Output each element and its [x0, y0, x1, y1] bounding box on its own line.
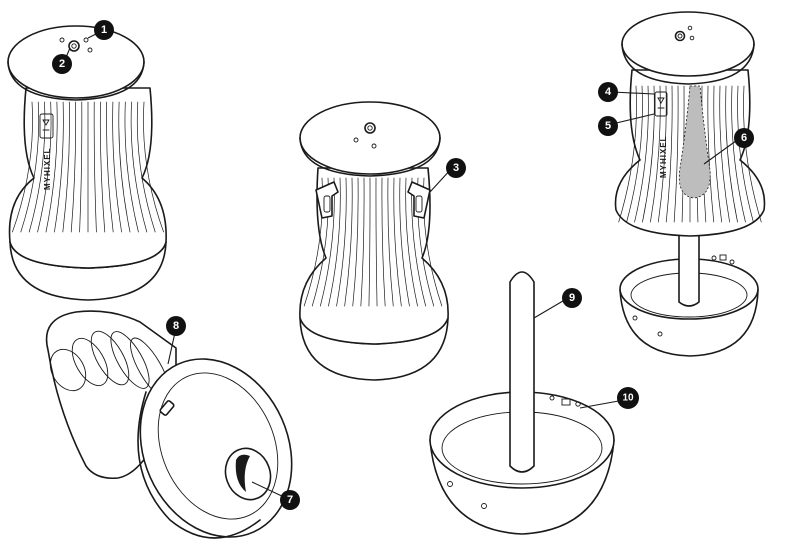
- stand-rod: [509, 271, 535, 473]
- callout-8: 8: [166, 316, 186, 336]
- device-c-brand-text: MYHIXEL: [659, 135, 668, 178]
- device-a-top-cap: [7, 25, 145, 99]
- device-c-top-cap: [621, 11, 755, 77]
- stand-connector: [561, 398, 571, 406]
- svg-text:5: 5: [605, 120, 611, 132]
- callout-5: 5: [598, 116, 618, 136]
- device-a-closed: MYHIXEL: [7, 25, 167, 301]
- device-b-top-cap: [299, 101, 441, 175]
- callout-9: 9: [562, 288, 582, 308]
- svg-text:10: 10: [622, 393, 634, 404]
- charging-stand: [429, 271, 615, 535]
- device-b-closed: [299, 101, 449, 381]
- callout-6: 6: [734, 128, 754, 148]
- device-a-logo-badge: [39, 113, 54, 139]
- svg-text:2: 2: [59, 58, 65, 70]
- callout-3: 3: [446, 158, 466, 178]
- device-c-logo-badge: [654, 91, 668, 117]
- device-b-right-clip: [407, 181, 431, 219]
- callout-1: 1: [94, 20, 114, 40]
- callout-2: 2: [52, 54, 72, 74]
- device-c-sleeve-highlight: [678, 85, 711, 199]
- device-c-rod: [678, 225, 700, 307]
- callout-4: 4: [598, 82, 618, 102]
- sleeve-insert: [45, 310, 293, 539]
- svg-text:8: 8: [173, 320, 179, 332]
- device-a-button-hole: [68, 40, 80, 52]
- svg-text:3: 3: [453, 162, 459, 174]
- callout-7: 7: [280, 490, 300, 510]
- svg-text:4: 4: [605, 86, 612, 98]
- callout-10: 10: [617, 387, 639, 409]
- svg-text:9: 9: [569, 292, 575, 304]
- svg-text:1: 1: [101, 24, 107, 36]
- svg-text:7: 7: [287, 494, 293, 506]
- device-b-button-hole: [364, 122, 376, 134]
- device-c-separated: MYHIXEL: [614, 11, 766, 357]
- sleeve-opening-shadow: [235, 454, 250, 492]
- device-b-left-clip: [315, 181, 339, 219]
- device-a-led: [83, 37, 89, 43]
- device-a-brand-text: MYHIXEL: [43, 147, 52, 190]
- svg-text:6: 6: [741, 132, 747, 144]
